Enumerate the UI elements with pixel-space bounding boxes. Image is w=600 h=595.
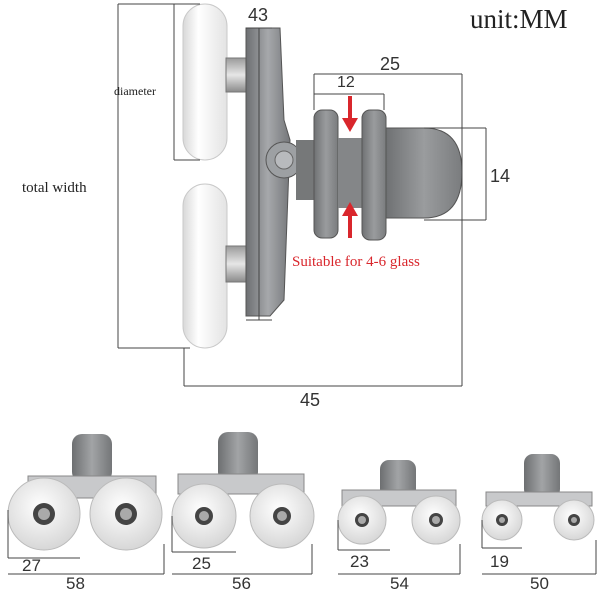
variant-4-wheel-dimension: 19 [490,552,509,571]
unit-label: unit:MM [470,4,568,34]
variant-1-total-dimension: 58 [66,574,85,593]
main-roller-diagram: diameter total width Suitable for 4-6 gl… [22,3,511,410]
bottom-wheel [182,183,249,349]
variant-3-wheel-dimension: 23 [350,552,369,571]
total-width-label: total width [22,180,87,196]
variant-3-roller [337,460,461,545]
dimension-top: 43 [248,5,269,25]
dimension-gap: 12 [337,74,355,91]
variant-1-wheel-dimension: 27 [22,556,41,575]
glass-clamp-roller [296,109,463,241]
dimension-lines [117,3,487,387]
dimension-bottom: 45 [300,390,321,410]
size-variants: 27 58 25 56 23 54 19 50 [0,424,600,595]
glass-thickness-arrows [342,96,358,238]
top-wheel [182,3,249,161]
variant-2-total-dimension: 56 [232,574,251,593]
dimension-right-width: 25 [380,54,401,74]
main-roller-drawing [117,3,487,387]
glass-note: Suitable for 4-6 glass [292,254,420,270]
variant-4-total-dimension: 50 [530,574,549,593]
variant-2-roller [171,432,315,549]
bracket-plate [245,27,303,317]
diameter-label: diameter [114,84,156,98]
variant-4-roller [481,454,595,541]
variant-3-total-dimension: 54 [390,574,409,593]
variants-drawing [7,432,597,575]
dimension-height: 14 [490,166,511,186]
variant-1-roller [7,434,163,551]
variant-2-wheel-dimension: 25 [192,554,211,573]
variant-dimension-lines [7,510,597,575]
